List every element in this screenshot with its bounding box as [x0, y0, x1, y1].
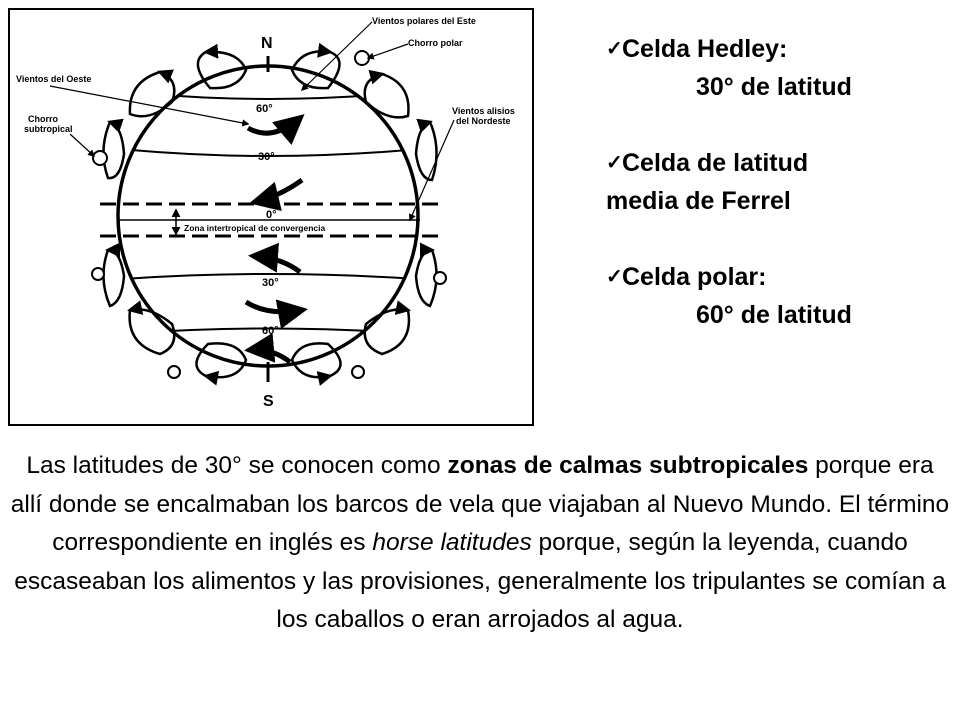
subtropical-jet-circle-sw [91, 267, 105, 281]
bullet-ferrel-title: Celda de latitud [622, 149, 809, 177]
wind-arrow-wester-s [244, 299, 308, 329]
wind-arrow-polar-s [244, 332, 292, 365]
cell-loop-hadley-sw [102, 242, 126, 308]
polar-jet-circle-se [351, 365, 365, 379]
wind-arrow-trade-s [248, 242, 302, 275]
cell-loop-ferrel-ne [363, 69, 410, 119]
cell-loop-hadley-ne [414, 118, 438, 182]
cell-list: ✓Celda Hedley: 30° de latitud ✓Celda de … [606, 30, 946, 372]
label-trade-winds-1: Vientos alisios [452, 106, 515, 116]
bullet-hadley-title: Celda Hedley: [622, 35, 788, 63]
paragraph-text-3: porque, según la leyenda, cuando escasea… [14, 529, 946, 634]
paragraph-bold-term: zonas de calmas subtropicales [447, 452, 809, 479]
latitude-60n-line [118, 89, 418, 100]
bullet-polar-detail: 60° de latitud [696, 301, 852, 329]
leader-polar-jet [366, 43, 409, 60]
wind-arrow-polar-n [246, 114, 305, 146]
subtropical-jet-circle-se [433, 271, 447, 285]
cell-loop-polar-nw [196, 43, 248, 90]
leader-subtropical-jet [69, 133, 96, 157]
lat-label-60s: 60° [262, 325, 279, 337]
label-polar-easterlies: Vientos polares del Este [372, 16, 476, 26]
leader-polar-easterlies [300, 21, 373, 92]
paragraph-text-1: Las latitudes de 30° se conocen como [26, 452, 448, 479]
cell-loop-ferrel-nw [128, 69, 176, 118]
bullet-polar: ✓Celda polar: 60° de latitud [606, 258, 946, 334]
cell-loop-hadley-nw [102, 118, 126, 180]
subtropical-jet-circle-nw [92, 150, 108, 166]
bullet-ferrel: ✓Celda de latitud media de Ferrel [606, 144, 946, 220]
bullet-hadley: ✓Celda Hedley: 30° de latitud [606, 30, 946, 106]
cell-loop-ferrel-se [363, 300, 411, 356]
paragraph-italic-term: horse latitudes [372, 529, 532, 557]
bullet-ferrel-detail: media de Ferrel [606, 187, 791, 215]
latitude-30n-line [118, 147, 418, 157]
circulation-cells-svg: N S 60° 30° 0° 30° 60° Zona intertropica… [16, 16, 515, 410]
leader-trade-winds [409, 119, 455, 222]
latitude-30s-line [118, 273, 418, 281]
wind-arrow-trade-n [249, 177, 304, 211]
cell-loop-polar-se [290, 342, 342, 386]
check-icon: ✓ [606, 38, 623, 60]
bullet-hadley-detail: 30° de latitud [696, 73, 852, 101]
label-subtropical-jet-2: subtropical [24, 124, 73, 134]
horse-latitudes-paragraph: Las latitudes de 30° se conocen como zon… [10, 447, 950, 640]
check-icon: ✓ [606, 152, 623, 174]
itcz-label: Zona intertropical de convergencia [184, 223, 326, 233]
cell-loop-polar-sw [195, 342, 248, 386]
label-polar-jet: Chorro polar [408, 38, 463, 48]
lat-label-30n: 30° [258, 151, 275, 163]
cell-loop-ferrel-sw [127, 300, 176, 356]
label-westerlies: Vientos del Oeste [16, 74, 91, 84]
leader-westerlies [49, 85, 250, 127]
label-subtropical-jet-1: Chorro [28, 114, 58, 124]
south-pole-label: S [263, 393, 274, 410]
atmospheric-circulation-diagram: N S 60° 30° 0° 30° 60° Zona intertropica… [8, 8, 534, 426]
lat-label-30s: 30° [262, 277, 279, 289]
polar-jet-circle-sw [167, 365, 181, 379]
lat-label-60n: 60° [256, 103, 273, 115]
paragraph-text-2: porque era allí donde se encalmaban los … [10, 452, 950, 557]
check-icon: ✓ [606, 266, 623, 288]
bullet-polar-title: Celda polar: [622, 263, 767, 291]
label-trade-winds-2: del Nordeste [456, 116, 511, 126]
north-pole-label: N [261, 35, 273, 52]
polar-jet-circle-ne [354, 50, 370, 66]
lat-label-0: 0° [266, 209, 277, 221]
